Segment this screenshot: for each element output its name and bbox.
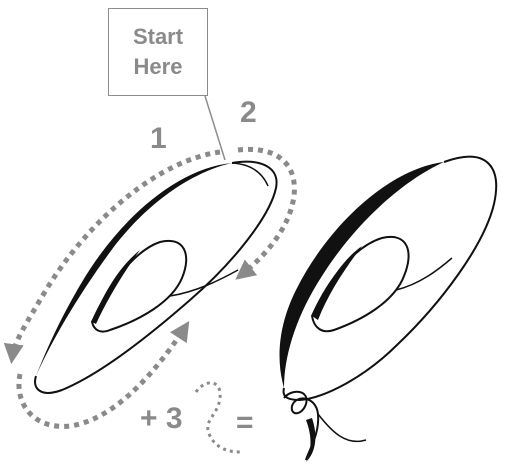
- start-here-callout: Start Here: [108, 8, 208, 96]
- left-letter-hairline: [232, 163, 268, 186]
- right-letter-q: [280, 157, 497, 462]
- step-3-label: + 3: [140, 404, 183, 434]
- right-letter-tail-hairline: [318, 414, 366, 441]
- callout-line-1: Start: [133, 22, 183, 52]
- left-letter-thick-stroke: [36, 163, 232, 376]
- callout-line-2: Here: [134, 52, 183, 82]
- left-letter-outer-oval: [35, 162, 277, 393]
- step-2-label: 2: [240, 98, 257, 128]
- guide-arrow-3: [196, 383, 240, 452]
- step-1-label: 1: [150, 124, 167, 154]
- equals-sign: =: [236, 408, 254, 438]
- left-letter-q: [35, 162, 277, 393]
- right-letter-thick-stroke: [280, 162, 444, 388]
